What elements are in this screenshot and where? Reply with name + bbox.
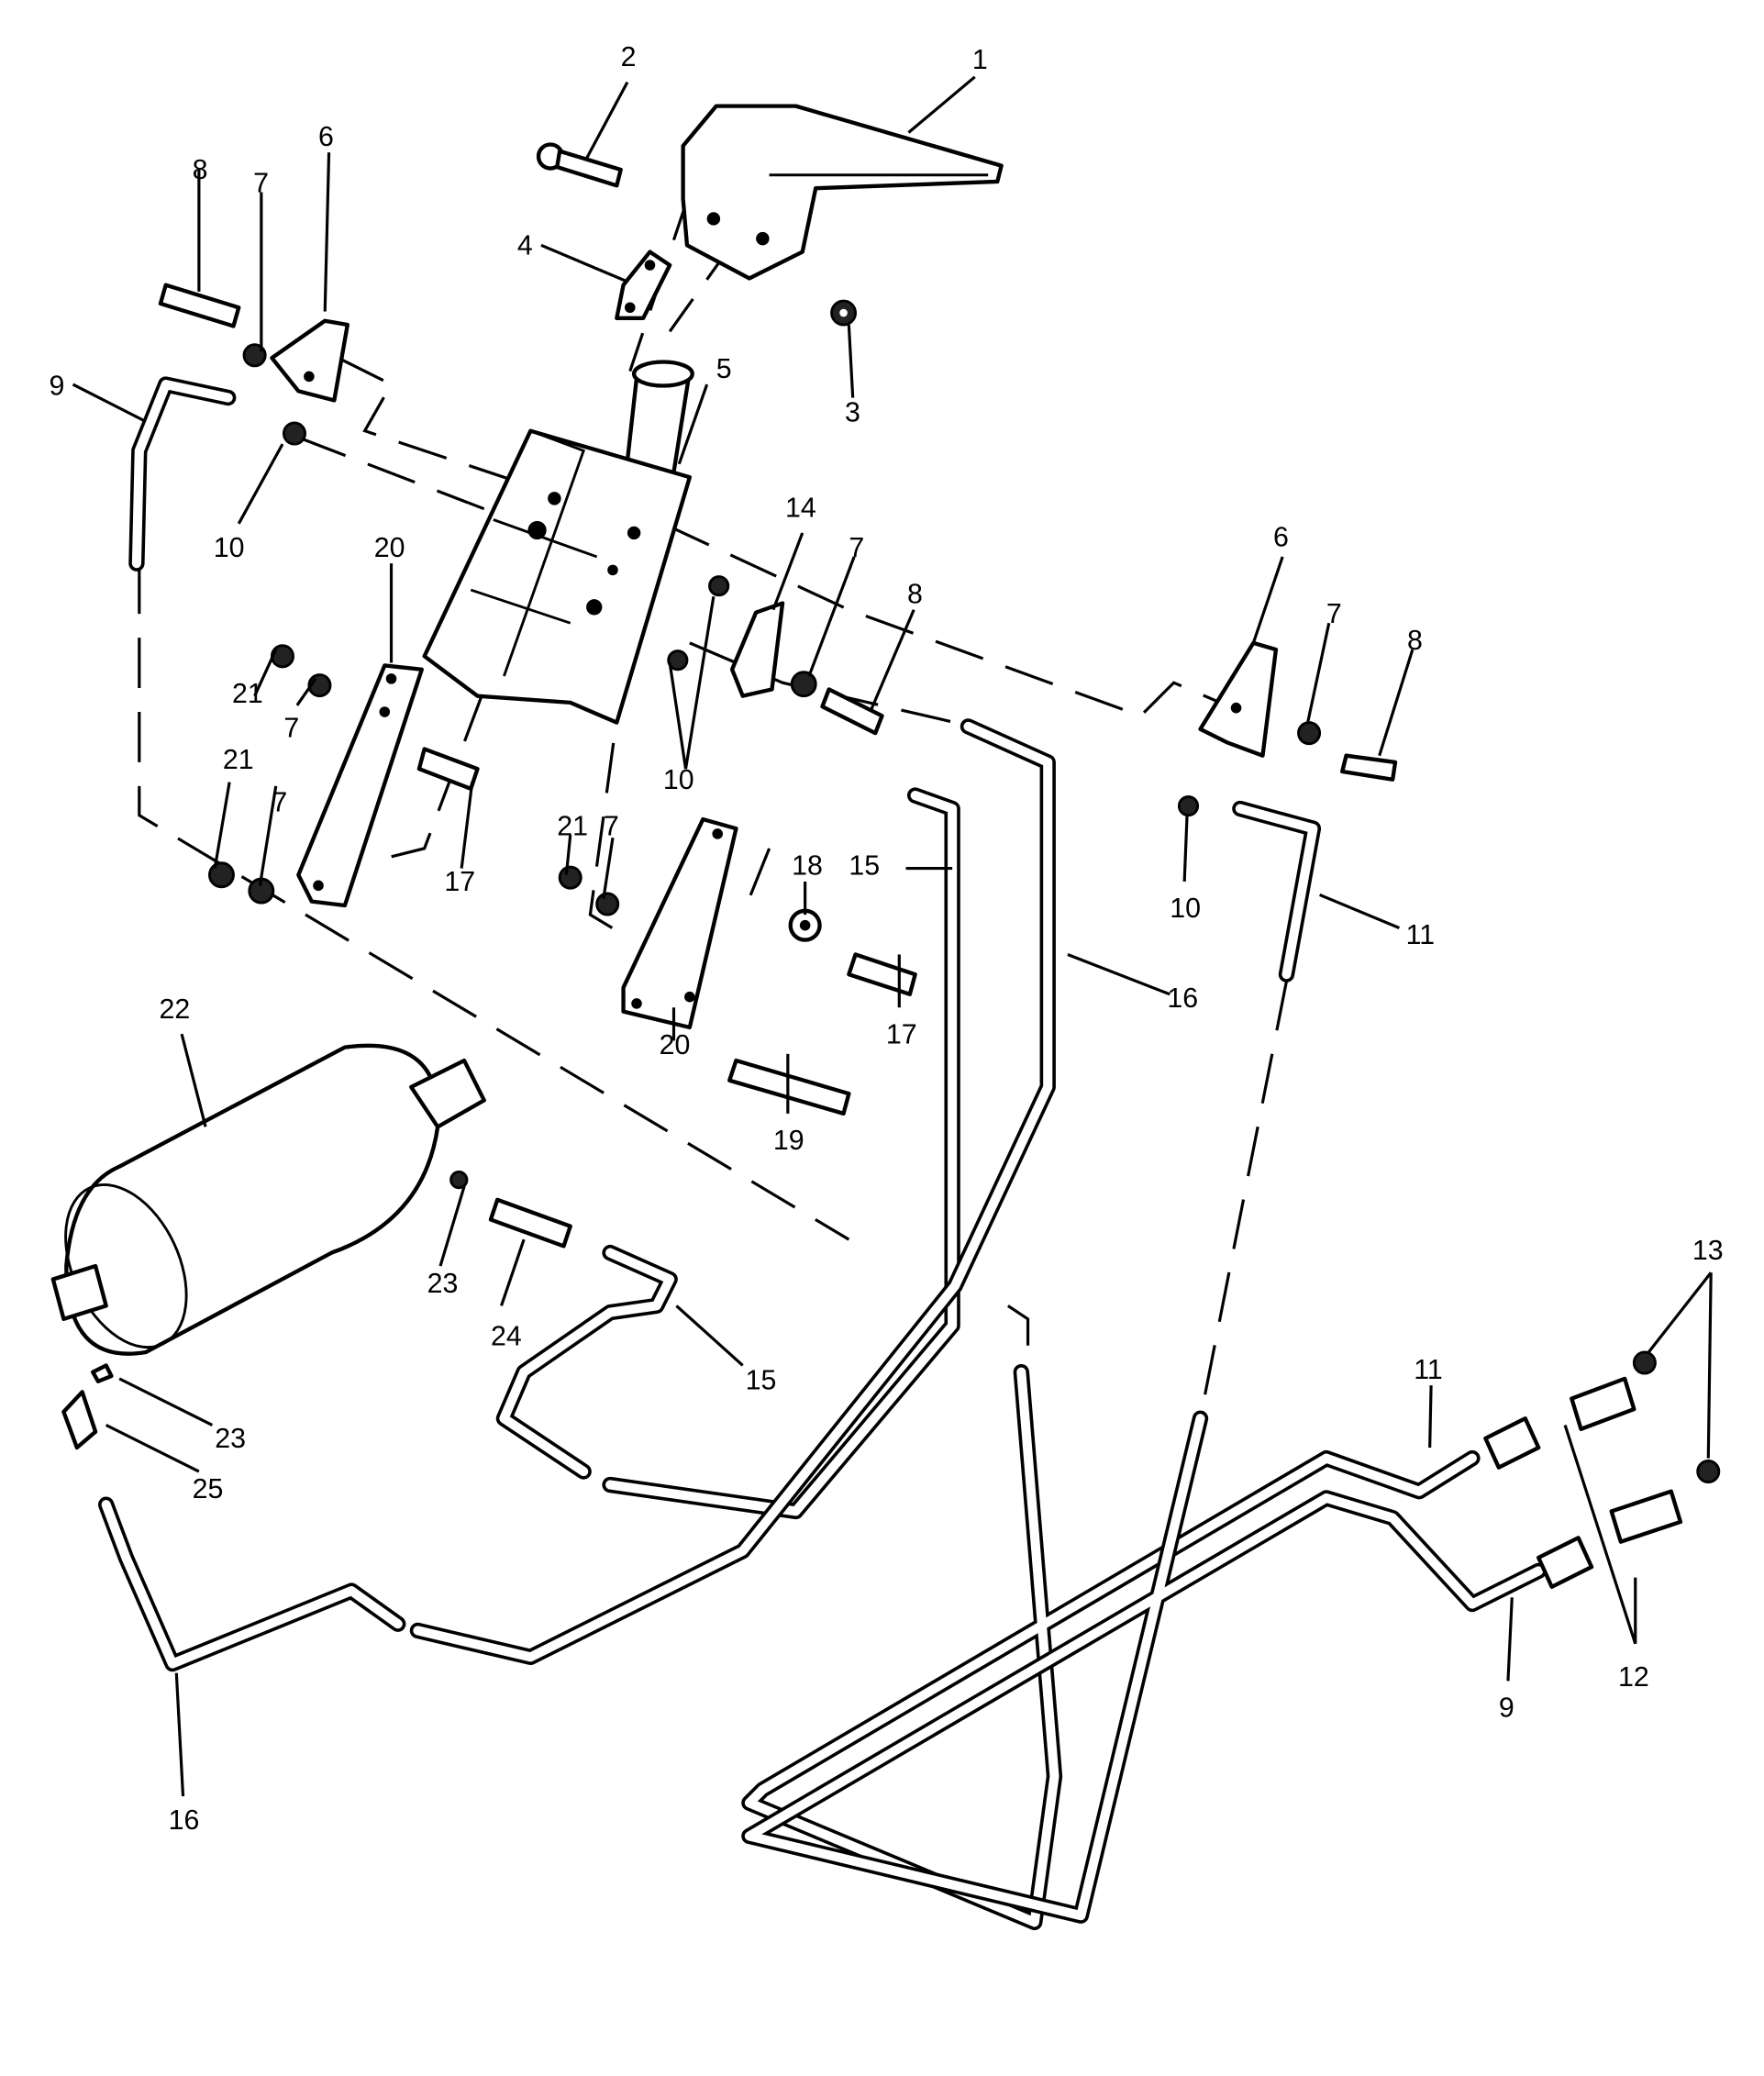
- callout-21: 21: [557, 811, 588, 841]
- leader-lines: [72, 75, 1713, 1797]
- tubes: [97, 376, 1547, 1931]
- callout-16: 16: [1167, 983, 1198, 1014]
- callout-10: 10: [214, 533, 245, 563]
- callout-12: 12: [1618, 1662, 1649, 1693]
- callout-4: 4: [517, 230, 533, 261]
- callout-1: 1: [972, 45, 988, 75]
- callout-7: 7: [849, 533, 864, 563]
- callout-7: 7: [604, 811, 619, 841]
- callout-25: 25: [193, 1474, 224, 1504]
- part-5-valve-body: [422, 360, 694, 725]
- callout-8: 8: [193, 155, 208, 185]
- part-14-plate: [729, 601, 785, 698]
- callout-22: 22: [160, 994, 191, 1025]
- callout-16: 16: [169, 1805, 200, 1836]
- assembly-centerlines: [138, 192, 1289, 1419]
- callout-23: 23: [215, 1424, 246, 1454]
- callout-17: 17: [444, 867, 475, 897]
- part-4-link: [615, 250, 672, 320]
- callout-18: 18: [792, 851, 823, 882]
- part-6-bracket-right: [1198, 640, 1279, 758]
- callout-3: 3: [845, 398, 860, 428]
- callout-2: 2: [621, 42, 637, 72]
- callout-7: 7: [1326, 599, 1342, 629]
- callout-23: 23: [427, 1269, 459, 1299]
- callout-9: 9: [49, 372, 64, 402]
- callout-19: 19: [773, 1126, 804, 1156]
- callout-9: 9: [1499, 1693, 1514, 1723]
- callout-15: 15: [746, 1365, 777, 1395]
- callout-6: 6: [318, 122, 334, 152]
- parts-23-24-25-fittings: [61, 1197, 572, 1450]
- callout-11: 11: [1406, 920, 1436, 950]
- part-20-bracket-right: [621, 816, 738, 1030]
- callout-24: 24: [491, 1322, 522, 1352]
- callout-8: 8: [907, 580, 923, 610]
- callout-20: 20: [660, 1030, 691, 1060]
- callout-labels: 1 2 3 4 5 6 7 8 9 10 20 14 7 8 10 6 7 8 …: [49, 42, 1723, 1836]
- callout-15: 15: [849, 851, 880, 882]
- part-6-bracket-left: [270, 318, 349, 403]
- callout-10: 10: [1170, 894, 1201, 924]
- parts-12-13-fittings: [1483, 1350, 1721, 1589]
- callout-14: 14: [785, 494, 816, 524]
- callout-17: 17: [886, 1019, 917, 1049]
- part-22-canister: [50, 1043, 486, 1356]
- callout-13: 13: [1692, 1236, 1724, 1266]
- callout-8: 8: [1407, 626, 1423, 656]
- callout-21: 21: [223, 745, 254, 775]
- callout-20: 20: [374, 533, 405, 563]
- hardware-bolts: [158, 283, 1398, 1116]
- part-1-lever: [681, 104, 1004, 281]
- callout-5: 5: [716, 354, 732, 384]
- part-2-bolt: [536, 142, 623, 188]
- callout-21: 21: [232, 679, 263, 709]
- callout-6: 6: [1273, 522, 1289, 552]
- callout-7: 7: [272, 787, 287, 817]
- part-20-bracket-left: [296, 663, 424, 908]
- callout-10: 10: [663, 765, 694, 795]
- callout-7: 7: [253, 169, 269, 199]
- callout-7: 7: [283, 713, 299, 743]
- part-3-nut: [830, 299, 858, 327]
- callout-11: 11: [1414, 1355, 1443, 1385]
- part-18-washer: [788, 908, 822, 942]
